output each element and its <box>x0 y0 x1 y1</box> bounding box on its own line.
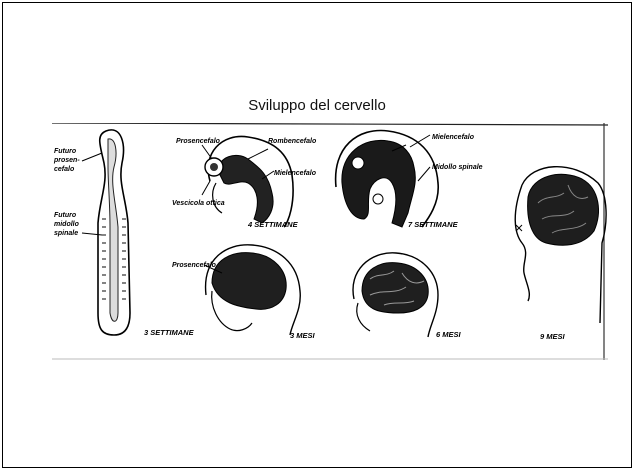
embryo-3-weeks-drawing <box>82 130 130 335</box>
head-3-months-drawing <box>204 245 300 335</box>
label-rombencefalo: Rombencefalo <box>268 138 317 145</box>
label-midollo-spinale: Midollo spinale <box>432 164 483 171</box>
stage-9-months: 9 MESI <box>540 332 566 341</box>
figure-top-border <box>52 123 608 125</box>
label-futuro-prosencefalo-1: Futuro <box>54 148 77 155</box>
brain-development-figure: Futuro prosen- cefalo Futuro midollo spi… <box>52 123 608 360</box>
label-prosencefalo-bottom: Prosencefalo <box>172 262 217 269</box>
label-mielencefalo-4w: Mielencefalo <box>274 170 317 177</box>
label-futuro-midollo-1: Futuro <box>54 212 77 219</box>
slide-title: Sviluppo del cervello <box>3 97 631 114</box>
head-9-months-drawing <box>515 167 606 323</box>
label-vescicola-ottica: Vescicola ottica <box>172 200 225 207</box>
label-futuro-midollo-2: midollo <box>54 221 80 228</box>
stage-3-months: 3 MESI <box>290 331 316 340</box>
embryo-4-weeks-drawing <box>202 136 293 227</box>
stage-3-weeks: 3 SETTIMANE <box>144 328 195 337</box>
label-prosencefalo-top: Prosencefalo <box>176 138 221 145</box>
label-futuro-prosencefalo-3: cefalo <box>54 166 75 173</box>
label-mielencefalo-7w: Mielencefalo <box>432 134 475 141</box>
stage-6-months: 6 MESI <box>436 330 462 339</box>
embryo-7-weeks-drawing <box>336 130 439 227</box>
stage-7-weeks: 7 SETTIMANE <box>408 220 459 229</box>
head-6-months-drawing <box>353 253 438 337</box>
stage-4-weeks: 4 SETTIMANE <box>247 220 299 229</box>
label-futuro-midollo-3: spinale <box>54 230 78 237</box>
label-futuro-prosencefalo-2: prosen- <box>53 157 80 164</box>
brain-development-illustration: Futuro prosen- cefalo Futuro midollo spi… <box>52 123 608 360</box>
